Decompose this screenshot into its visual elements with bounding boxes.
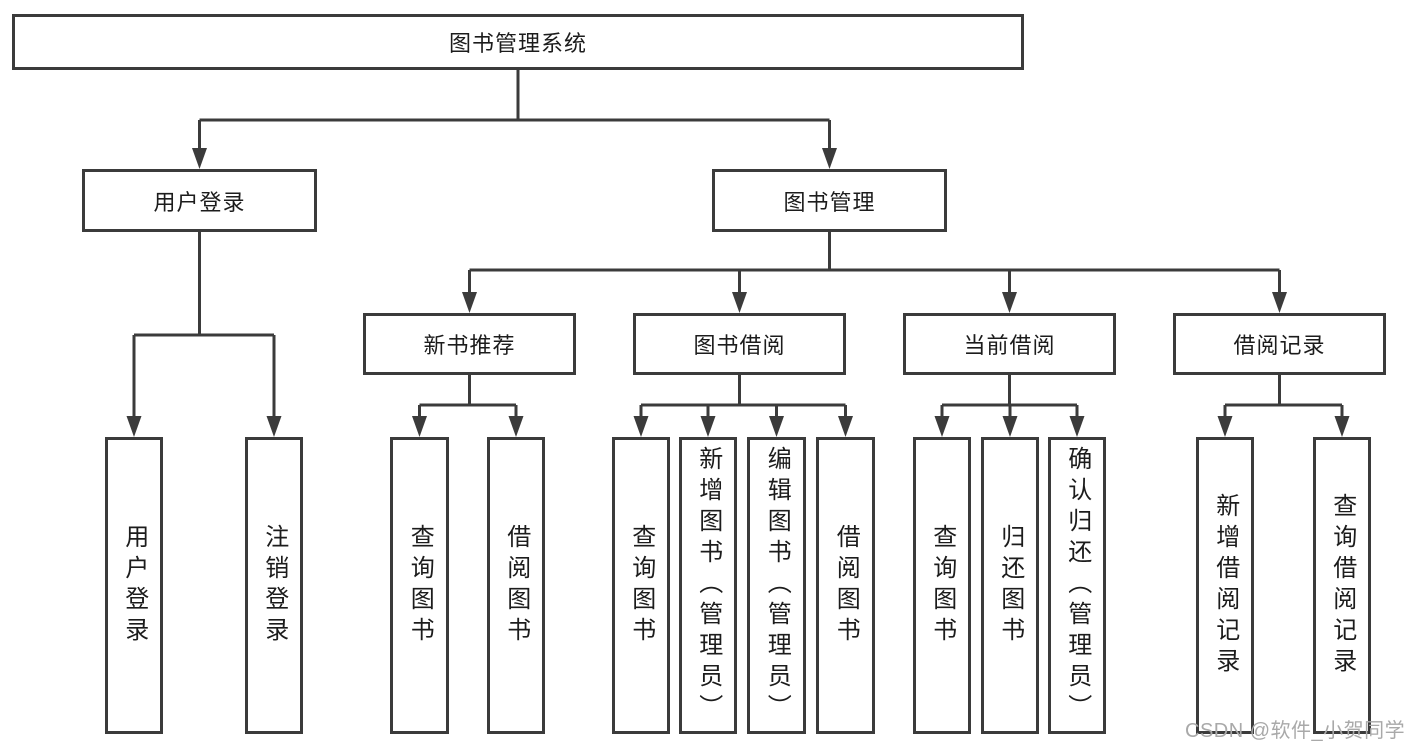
node-cb-return-book: 归还图书 <box>981 437 1039 734</box>
node-label: 借阅图书 <box>832 523 860 648</box>
node-bb-add-book: 新增图书（管理员） <box>679 437 737 734</box>
node-label: 图书管理系统 <box>448 31 587 56</box>
node-label: 归还图书 <box>996 523 1024 648</box>
wires-user-login-children <box>126 232 282 437</box>
node-bb-edit-book: 编辑图书（管理员） <box>747 437 806 734</box>
node-book-mgmt: 图书管理 <box>712 169 947 232</box>
wires-borrow-record-children <box>1217 375 1350 437</box>
node-label: 注销登录 <box>260 523 288 648</box>
node-logout: 注销登录 <box>245 437 303 734</box>
wires-new-book-rec-children <box>412 375 524 437</box>
node-current-borrow: 当前借阅 <box>903 313 1116 375</box>
node-nbr-borrow-book: 借阅图书 <box>487 437 545 734</box>
node-label: 新增图书（管理员） <box>694 446 722 725</box>
node-label: 确认归还（管理员） <box>1063 446 1091 725</box>
node-label: 当前借阅 <box>963 333 1056 358</box>
node-br-add-record: 新增借阅记录 <box>1196 437 1254 734</box>
wires-book-borrow-children <box>633 375 853 437</box>
node-book-borrow: 图书借阅 <box>633 313 846 375</box>
node-cb-query-book: 查询图书 <box>913 437 971 734</box>
node-login: 用户登录 <box>105 437 163 734</box>
node-br-query-record: 查询借阅记录 <box>1313 437 1371 734</box>
node-label: 借阅记录 <box>1233 333 1326 358</box>
node-label: 编辑图书（管理员） <box>763 446 791 725</box>
node-cb-confirm-return: 确认归还（管理员） <box>1048 437 1106 734</box>
node-new-book-rec: 新书推荐 <box>363 313 576 375</box>
node-label: 新增借阅记录 <box>1211 492 1239 679</box>
node-label: 查询图书 <box>627 523 655 648</box>
wires-root-to-level1 <box>192 70 837 169</box>
node-user-login: 用户登录 <box>82 169 317 232</box>
node-label: 新书推荐 <box>423 333 516 358</box>
node-root: 图书管理系统 <box>12 14 1024 70</box>
node-label: 借阅图书 <box>502 523 530 648</box>
node-bb-borrow-book: 借阅图书 <box>816 437 875 734</box>
node-label: 查询借阅记录 <box>1328 492 1356 679</box>
wires-book-mgmt-children <box>462 232 1287 313</box>
node-label: 图书借阅 <box>693 333 786 358</box>
node-label: 用户登录 <box>120 523 148 648</box>
node-borrow-record: 借阅记录 <box>1173 313 1386 375</box>
node-label: 查询图书 <box>406 523 434 648</box>
wires-current-borrow-children <box>934 375 1085 437</box>
node-bb-query-book: 查询图书 <box>612 437 670 734</box>
node-label: 查询图书 <box>928 523 956 648</box>
node-nbr-query-book: 查询图书 <box>390 437 449 734</box>
watermark: CSDN @软件_小贺同学 <box>1185 720 1405 742</box>
node-label: 用户登录 <box>153 189 246 215</box>
node-label: 图书管理 <box>783 189 876 215</box>
